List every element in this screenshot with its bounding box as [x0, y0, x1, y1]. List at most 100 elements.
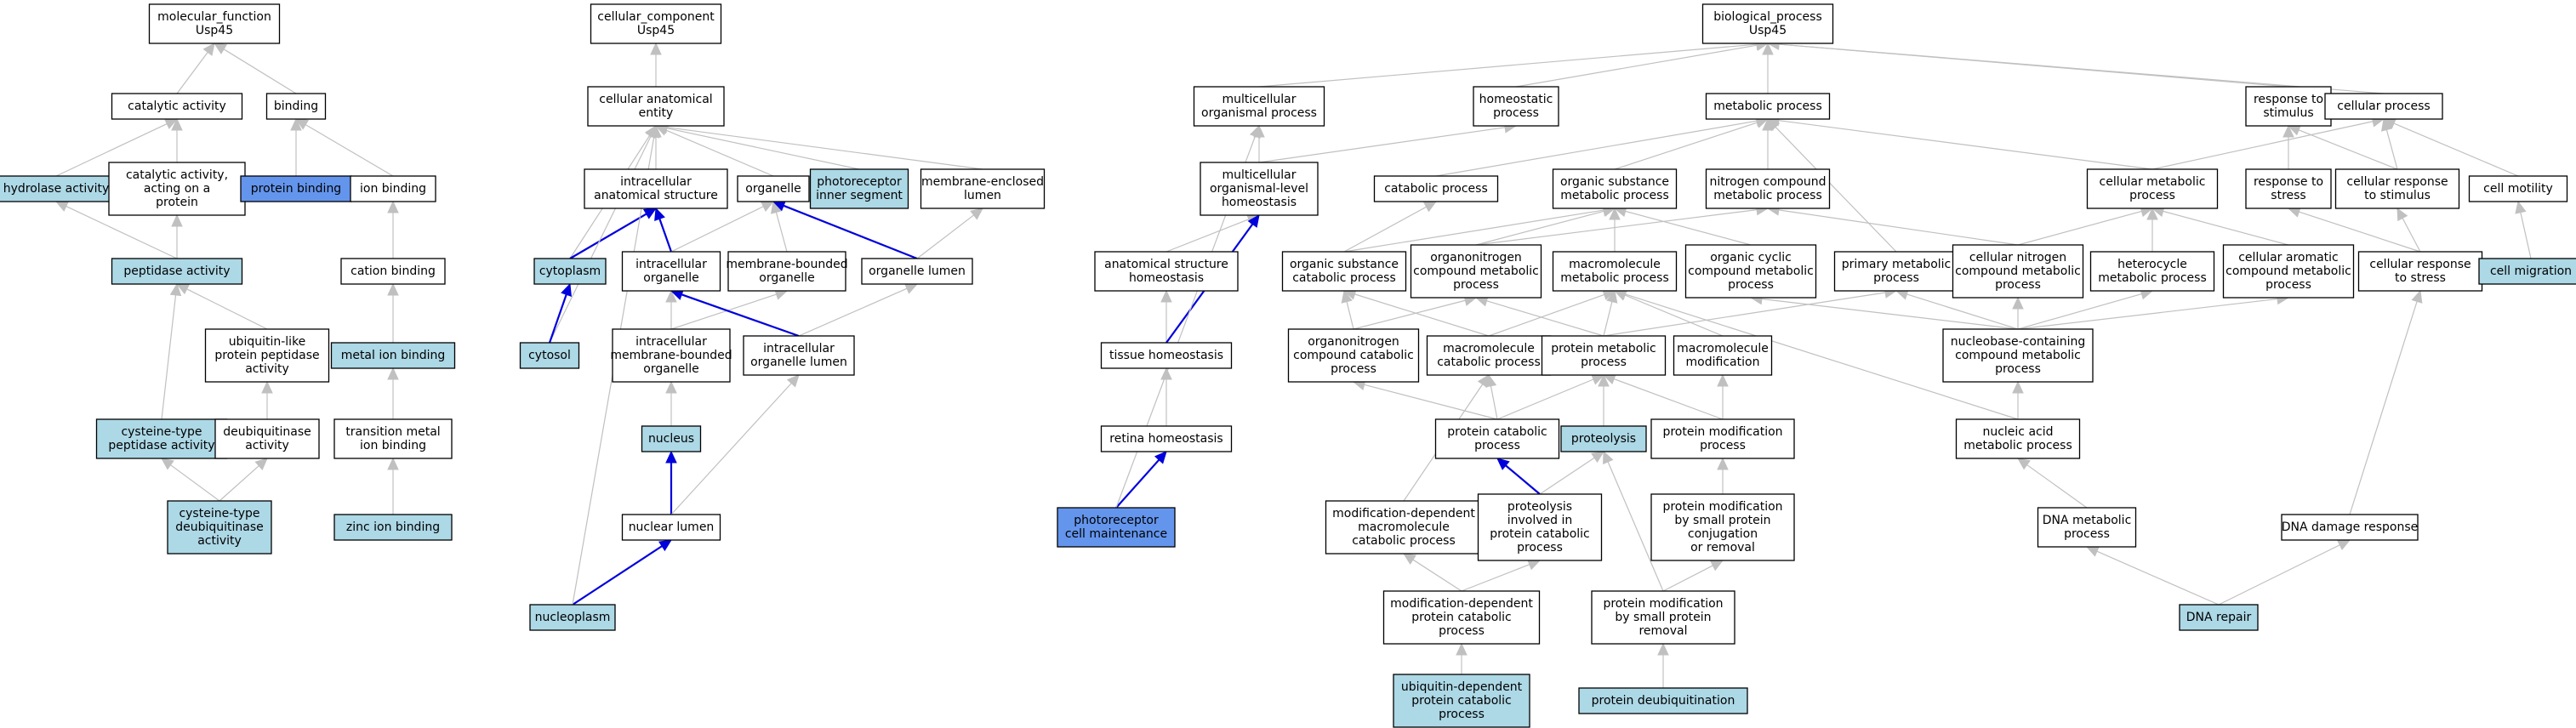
- node-label: deubiquitinase: [175, 520, 264, 534]
- node-label: removal: [1638, 624, 1687, 638]
- arrowhead: [213, 43, 228, 54]
- edge-nuclear-lumen-to-nucleus: [665, 450, 677, 515]
- arrowhead: [665, 450, 677, 464]
- node-label: cytosol: [528, 349, 571, 362]
- arrowhead: [1717, 373, 1729, 387]
- edge-cytosol-to-cytoplasm: [548, 282, 572, 344]
- arrowhead: [1609, 207, 1621, 220]
- arrowhead: [294, 118, 310, 130]
- node-label: nucleus: [648, 432, 694, 446]
- edge-protein-binding-to-binding: [290, 117, 302, 176]
- arrowhead: [760, 201, 775, 213]
- edge-organelle-to-cellular-anatomical-entity: [654, 125, 774, 177]
- node-label: catabolic process: [1352, 534, 1456, 548]
- node-label: cell motility: [2483, 182, 2553, 196]
- node-label: response to: [2254, 175, 2323, 189]
- node-label: involved in: [1507, 514, 1573, 527]
- node-label: compound metabolic: [1955, 264, 2081, 278]
- node-label: cellular anatomical: [599, 93, 712, 106]
- node-label: membrane-bounded: [610, 349, 732, 362]
- edge-cellular-nitrogen-metabolic-to-nitrogen-compound-metabolic: [1766, 204, 2019, 246]
- node-label: modification-dependent: [1332, 507, 1475, 520]
- arrowhead: [2146, 207, 2158, 220]
- node-box: [2086, 168, 2219, 209]
- edge-cell-motility-to-cellular-process: [2382, 118, 2519, 177]
- node-box: [529, 604, 616, 631]
- node-box: [2334, 168, 2460, 209]
- arrowhead: [665, 380, 677, 394]
- go-term-nucleoplasm: nucleoplasm: [529, 604, 616, 631]
- node-box: [2089, 251, 2215, 292]
- node-label: to stimulus: [2364, 189, 2431, 202]
- node-label: deubiquitinase: [223, 425, 311, 439]
- edge-intracellular-organelle-to-intracellular-anatomical-structure: [654, 207, 673, 253]
- go-term-ion-binding: ion binding: [350, 175, 436, 202]
- node-label: catalytic activity,: [126, 168, 228, 182]
- node-label: membrane-enclosed: [921, 175, 1044, 189]
- edge-organic-substance-metabolic-to-metabolic-process: [1614, 117, 1770, 170]
- edge-protein-catabolic-to-organonitrogen-catabolic: [1352, 378, 1498, 420]
- edge-cellular-response-to-stress-to-cellular-response-to-stimulus: [2396, 207, 2421, 253]
- edge-intracellular-mb-organelle-to-intracellular-organelle: [665, 289, 677, 329]
- node-box: [111, 258, 243, 285]
- arrowhead: [1247, 214, 1260, 228]
- arrowhead: [387, 367, 399, 380]
- node-label: nucleic acid: [1982, 425, 2053, 439]
- arrowhead: [665, 289, 677, 303]
- arrowhead: [2396, 207, 2408, 222]
- node-label: proteolysis: [1571, 432, 1636, 446]
- go-term-cellular-process: cellular process: [2324, 93, 2443, 120]
- edge-membrane-enclosed-lumen-to-cellular-anatomical-entity: [654, 122, 983, 170]
- node-label: modification-dependent: [1390, 597, 1533, 611]
- node-label: intracellular: [635, 258, 707, 271]
- edge-organonitrogen-catabolic-to-organic-substance-catabolic: [1341, 289, 1354, 330]
- node-box: [204, 328, 330, 383]
- edge-cellular-response-to-stimulus-to-cellular-process: [2380, 117, 2398, 170]
- node-label: multicellular: [1222, 93, 1297, 106]
- edge-nucleobase-metabolic-to-organic-cyclic-metabolic: [1749, 293, 2019, 330]
- node-box: [1382, 590, 1541, 645]
- edge-photoreceptor-cell-maintenance-to-retina-homeostasis: [1115, 451, 1167, 509]
- node-label: cell maintenance: [1065, 527, 1167, 541]
- node-box: [2037, 507, 2137, 548]
- node-box: [533, 258, 607, 285]
- go-term-cytoplasm: cytoplasm: [533, 258, 607, 285]
- node-label: metabolic process: [1963, 439, 2072, 452]
- node-label: process: [1517, 541, 1563, 555]
- node-label: cellular_component: [597, 10, 715, 24]
- node-label: anatomical structure: [1104, 258, 1228, 271]
- arrowhead: [161, 458, 174, 470]
- node-label: or removal: [1690, 541, 1755, 555]
- node-box: [1955, 418, 2081, 459]
- edge-dna-metabolic-to-nucleic-acid-metabolic: [2017, 458, 2088, 509]
- edge-ubiquitin-dependent-protein-catabolic-to-modification-dependent-protein-catabolic: [1456, 642, 1468, 674]
- node-label: compound catabolic: [1293, 349, 1414, 362]
- node-label: intracellular: [635, 335, 707, 349]
- node-box: [2245, 168, 2332, 209]
- node-box: [330, 342, 456, 369]
- arrowhead: [171, 117, 183, 131]
- arrowhead: [171, 213, 183, 227]
- node-box: [920, 168, 1046, 209]
- node-label: photoreceptor: [817, 175, 902, 189]
- node-box: [1952, 244, 2084, 299]
- node-label: ion binding: [360, 182, 426, 196]
- node-box: [1673, 335, 1773, 376]
- node-label: process: [1700, 439, 1746, 452]
- node-label: cellular aromatic: [2238, 251, 2339, 264]
